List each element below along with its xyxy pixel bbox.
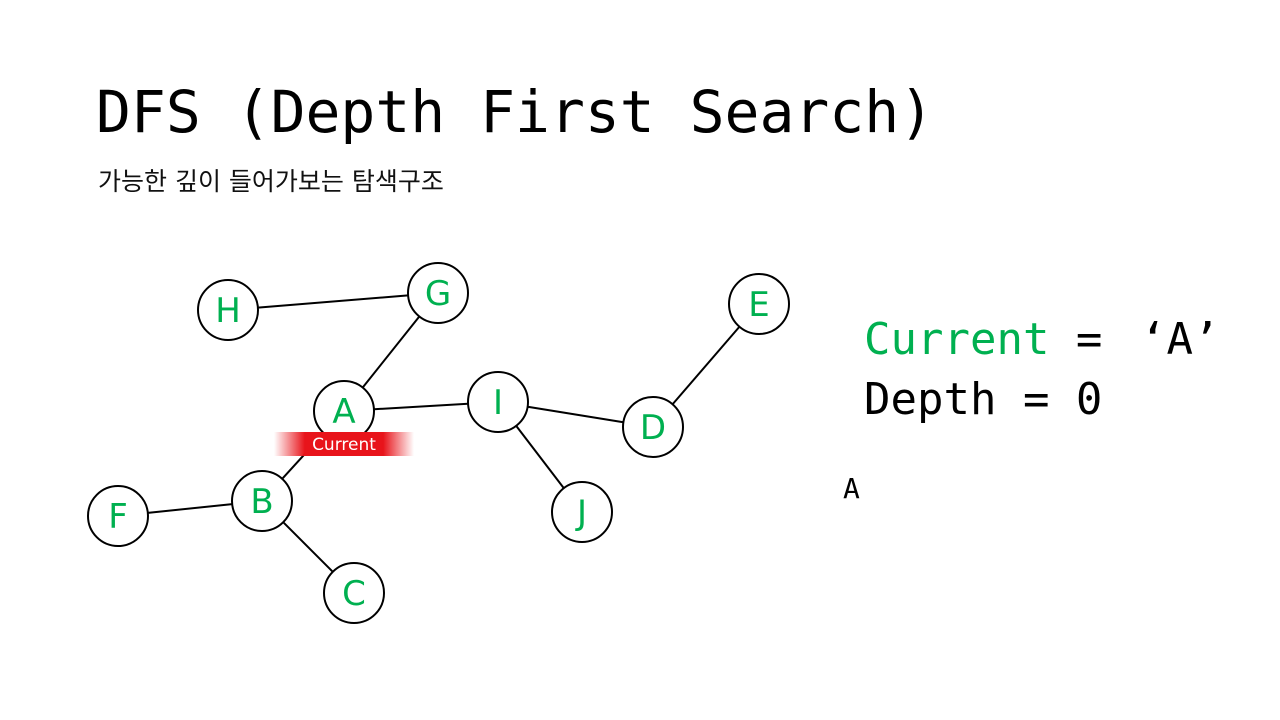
node-b: B [231, 470, 293, 532]
current-tag-label: Current [312, 435, 376, 455]
visited-sequence: A [843, 472, 860, 505]
current-status-equals: = [1049, 314, 1103, 365]
node-label: F [108, 497, 128, 537]
node-circle [551, 481, 613, 543]
node-label: H [215, 291, 241, 331]
node-label: C [342, 574, 366, 614]
current-status-key: Current [864, 314, 1050, 365]
current-status-value: ‘A’ [1140, 314, 1220, 365]
node-c: C [323, 562, 385, 624]
node-label: D [640, 408, 666, 448]
node-j: J [551, 481, 613, 543]
slide-subtitle: 가능한 깊이 들어가보는 탐색구조 [98, 167, 444, 196]
node-circle [728, 273, 790, 335]
current-node-tag: Current [274, 432, 414, 456]
node-h: H [197, 279, 259, 341]
node-f: F [87, 485, 149, 547]
node-g: G [407, 262, 469, 324]
slide-title: DFS (Depth First Search) [96, 78, 935, 146]
node-circle [622, 396, 684, 458]
node-label: A [332, 392, 355, 432]
node-circle [323, 562, 385, 624]
edge-i-j [515, 425, 565, 489]
current-status: Current = ‘A’ [864, 314, 1219, 365]
node-label: E [748, 285, 769, 325]
node-label: G [425, 274, 451, 314]
edge-d-e [671, 326, 741, 405]
node-circle [231, 470, 293, 532]
node-i: I [467, 371, 529, 433]
node-label: J [575, 493, 587, 533]
node-circle [407, 262, 469, 324]
edge-b-f [147, 503, 233, 514]
node-d: D [622, 396, 684, 458]
edge-b-c [282, 521, 334, 573]
node-circle [87, 485, 149, 547]
edge-h-g [257, 294, 409, 309]
node-label: B [250, 482, 273, 522]
node-label: I [493, 383, 503, 423]
depth-status: Depth = 0 [864, 374, 1103, 425]
node-a: A [313, 380, 375, 442]
node-circle [467, 371, 529, 433]
node-e: E [728, 273, 790, 335]
edge-g-a [361, 315, 421, 389]
edge-a-i [373, 402, 469, 411]
node-circle [197, 279, 259, 341]
edge-i-d [527, 405, 624, 424]
